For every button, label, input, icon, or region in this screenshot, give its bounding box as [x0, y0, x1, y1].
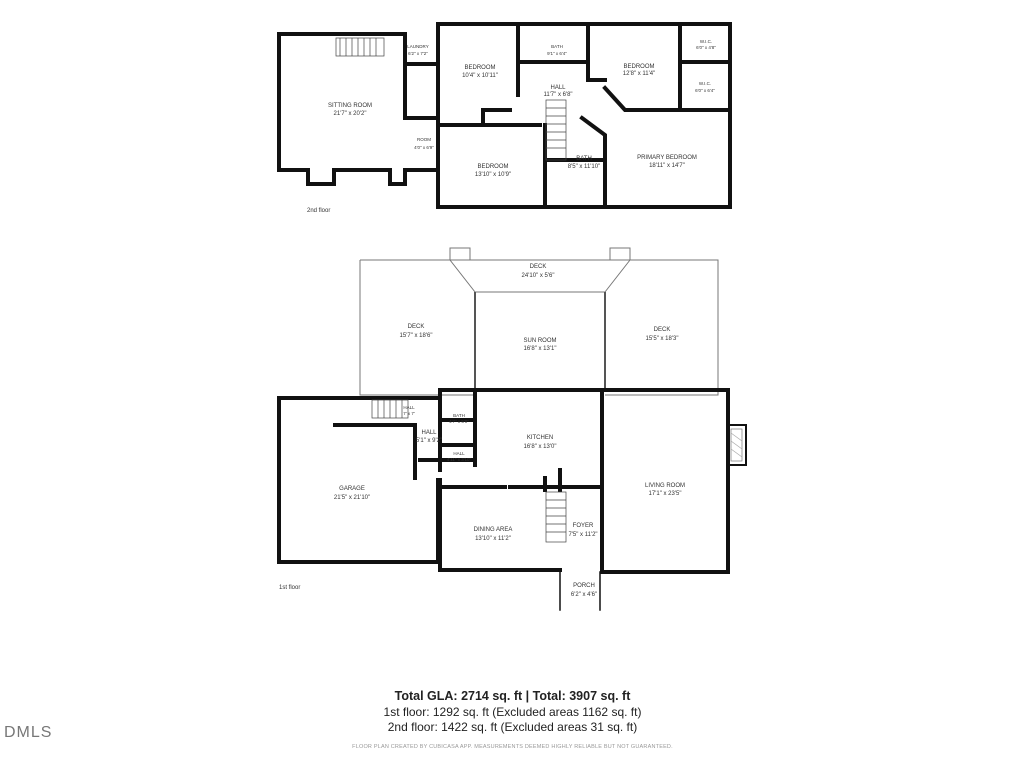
first-floor-stairs	[371, 399, 743, 543]
deck-top-dims: 24'10" x 5'6"	[522, 273, 555, 279]
second-floor-label: 2nd floor	[307, 208, 330, 214]
logo: DMLS	[4, 724, 53, 741]
first-floor-labels: DECK 24'10" x 5'6" DECK 15'7" x 18'6" SU…	[279, 264, 685, 598]
deck-top-name: DECK	[530, 264, 547, 270]
room-dims: 4'0" x 6'9"	[414, 145, 434, 150]
first-floor-label: 1st floor	[279, 585, 300, 591]
primary-bedroom-dims: 18'11" x 14'7"	[649, 163, 685, 169]
deck-left-dims: 15'7" x 18'6"	[400, 333, 433, 339]
hall-dims: 11'7" x 6'8"	[543, 92, 572, 98]
kitchen-dims: 16'8" x 13'0"	[524, 444, 557, 450]
room-name: ROOM	[417, 137, 431, 142]
bath-1-name: BATH	[551, 44, 563, 49]
laundry-name: LAUNDRY	[407, 44, 428, 49]
sitting-room-name: SITTING ROOM	[328, 103, 372, 109]
second-floor-walls	[277, 22, 732, 209]
hall-small-name: HALL	[403, 405, 415, 410]
wic-2-dims: 6'0" x 6'4"	[695, 88, 715, 93]
porch-dims: 6'2" x 4'6"	[571, 592, 597, 598]
garage-dims: 21'5" x 21'10"	[334, 495, 370, 501]
bath-1-dims: 9'1" x 6'4"	[547, 51, 567, 56]
sun-room-dims: 16'8" x 13'1"	[524, 346, 557, 352]
hall-2-name: HALL	[453, 451, 465, 456]
deck-right-name: DECK	[654, 327, 671, 333]
hall-1-dims: 5'1" x 9'2"	[416, 438, 442, 444]
deck-outlines	[359, 247, 719, 396]
second-floor-labels: SITTING ROOM 21'7" x 20'2" LAUNDRY 6'2" …	[307, 39, 716, 214]
second-floor-stairs	[335, 37, 567, 161]
bedroom-1-dims: 10'4" x 10'11"	[462, 73, 498, 79]
sunroom-walls	[474, 292, 606, 390]
sitting-room-dims: 21'7" x 20'2"	[334, 111, 367, 117]
total-area: Total GLA: 2714 sq. ft | Total: 3907 sq.…	[394, 689, 631, 703]
bath-name: BATH	[453, 413, 465, 418]
bedroom-2-name: BEDROOM	[623, 64, 654, 70]
dining-area-name: DINING AREA	[474, 527, 513, 533]
garage-name: GARAGE	[339, 486, 365, 492]
foyer-dims: 7'5" x 11'2"	[568, 532, 597, 538]
porch-name: PORCH	[573, 583, 595, 589]
hall-name: HALL	[550, 85, 566, 91]
first-floor-walls	[277, 388, 747, 611]
bath-2-dims: 8'5" x 11'10"	[568, 164, 600, 170]
bath-2-name: BATH	[576, 156, 592, 162]
bedroom-1-name: BEDROOM	[464, 65, 495, 71]
wic-2-name: W.I.C.	[699, 81, 711, 86]
primary-bedroom-name: PRIMARY BEDROOM	[637, 155, 697, 161]
living-room-name: LIVING ROOM	[645, 483, 685, 489]
credit-note: FLOOR PLAN CREATED BY CUBICASA APP. MEAS…	[352, 744, 673, 750]
dining-area-dims: 13'10" x 11'2"	[475, 536, 511, 542]
bedroom-3-name: BEDROOM	[477, 164, 508, 170]
hall-2-dims: 4'11" x 3'10"	[447, 457, 472, 462]
foyer-name: FOYER	[573, 523, 594, 529]
laundry-dims: 6'2" x 7'2"	[408, 51, 428, 56]
hall-1-name: HALL	[421, 430, 437, 436]
bedroom-3-dims: 13'10" x 10'9"	[475, 172, 511, 178]
hall-small-dims: 7' x 7'	[403, 411, 415, 416]
first-floor-area: 1st floor: 1292 sq. ft (Excluded areas 1…	[383, 705, 642, 719]
second-floor-area: 2nd floor: 1422 sq. ft (Excluded areas 3…	[387, 720, 638, 734]
wic-1-dims: 6'0" x 4'8"	[696, 45, 716, 50]
deck-right-dims: 15'5" x 18'3"	[646, 336, 679, 342]
wic-1-name: W.I.C.	[700, 39, 712, 44]
living-room-dims: 17'1" x 23'5"	[649, 491, 682, 497]
bath-dims: 4'7" x 5'0"	[449, 419, 469, 424]
bedroom-2-dims: 12'8" x 11'4"	[623, 71, 655, 77]
deck-left-name: DECK	[408, 324, 425, 330]
kitchen-name: KITCHEN	[527, 435, 553, 441]
sun-room-name: SUN ROOM	[524, 338, 557, 344]
